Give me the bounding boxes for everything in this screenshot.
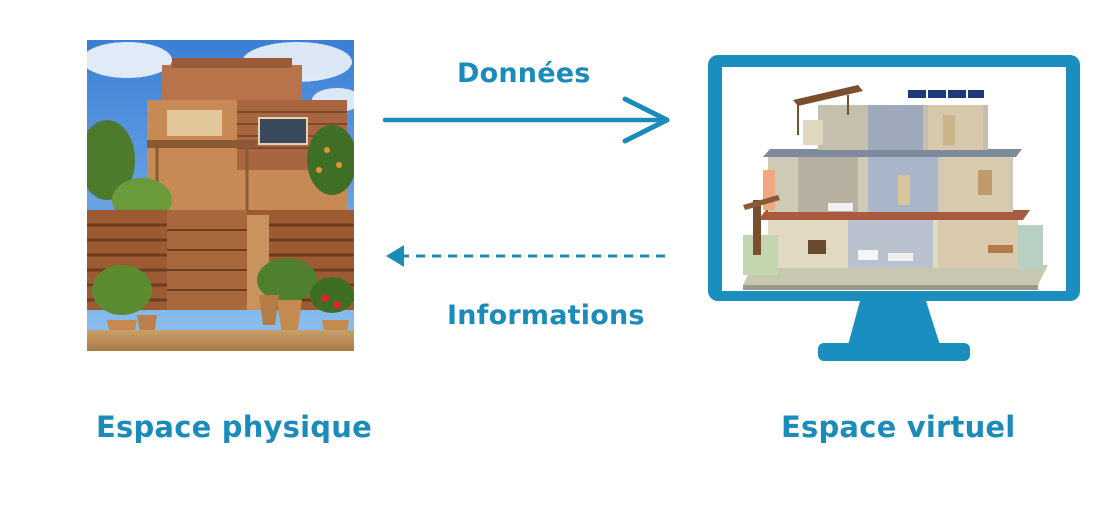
left-arrow-head	[386, 245, 404, 267]
house-photo	[87, 40, 354, 351]
right-arrow-head	[622, 96, 670, 144]
informations-label: Informations	[447, 300, 645, 331]
data-flow-arrows	[382, 96, 672, 267]
donnees-label: Données	[457, 58, 591, 89]
monitor-icon	[708, 55, 1080, 361]
virtual-space-caption: Espace virtuel	[781, 410, 1016, 444]
physical-space-caption: Espace physique	[96, 410, 372, 444]
house-3d-model	[743, 85, 1048, 290]
